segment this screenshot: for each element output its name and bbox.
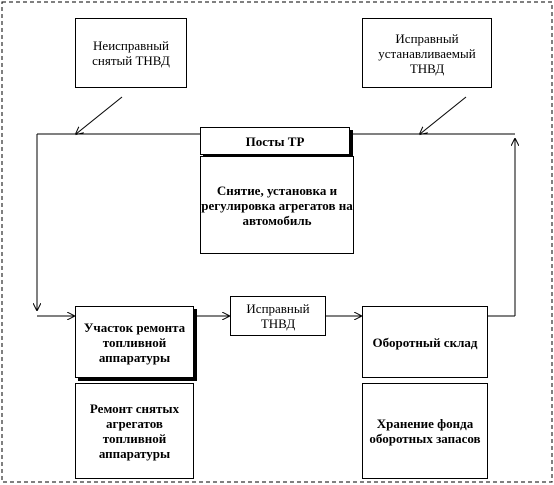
removed-faulty-pump-box: Неисправный снятый ТНВД: [75, 18, 187, 88]
maintenance-posts-desc-box: Снятие, установка и регулировка агрегато…: [200, 156, 354, 254]
arrow-installed-pump: [420, 96, 467, 134]
arrow-removed-pump: [76, 96, 123, 134]
repair-section-desc-box: Ремонт снятых агрегатов топливной аппара…: [75, 383, 194, 479]
repair-section-label: Участок ремонта топливной аппаратуры: [83, 319, 186, 365]
serviceable-pump-box: Исправный ТНВД: [230, 296, 326, 336]
revolving-warehouse-desc-box: Хранение фонда оборотных запасов: [362, 383, 488, 479]
serviceable-pump-label: Исправный ТНВД: [246, 301, 310, 331]
revolving-warehouse-label: Оборотный склад: [372, 334, 478, 350]
repair-section-desc-label: Ремонт снятых агрегатов топливной аппара…: [89, 401, 180, 461]
revolving-warehouse-desc-label: Хранение фонда оборотных запасов: [369, 416, 481, 446]
installed-serviceable-pump-box: Исправный устанавливаемый ТНВД: [362, 18, 492, 88]
installed-serviceable-pump-label: Исправный устанавливаемый ТНВД: [378, 30, 476, 76]
maintenance-posts-label: Посты ТР: [245, 133, 305, 149]
repair-section-box: Участок ремонта топливной аппаратуры: [75, 306, 194, 378]
revolving-warehouse-box: Оборотный склад: [362, 306, 488, 378]
maintenance-posts-desc-label: Снятие, установка и регулировка агрегато…: [201, 182, 353, 228]
removed-faulty-pump-label: Неисправный снятый ТНВД: [92, 38, 170, 68]
maintenance-posts-box: Посты ТР: [200, 127, 350, 155]
